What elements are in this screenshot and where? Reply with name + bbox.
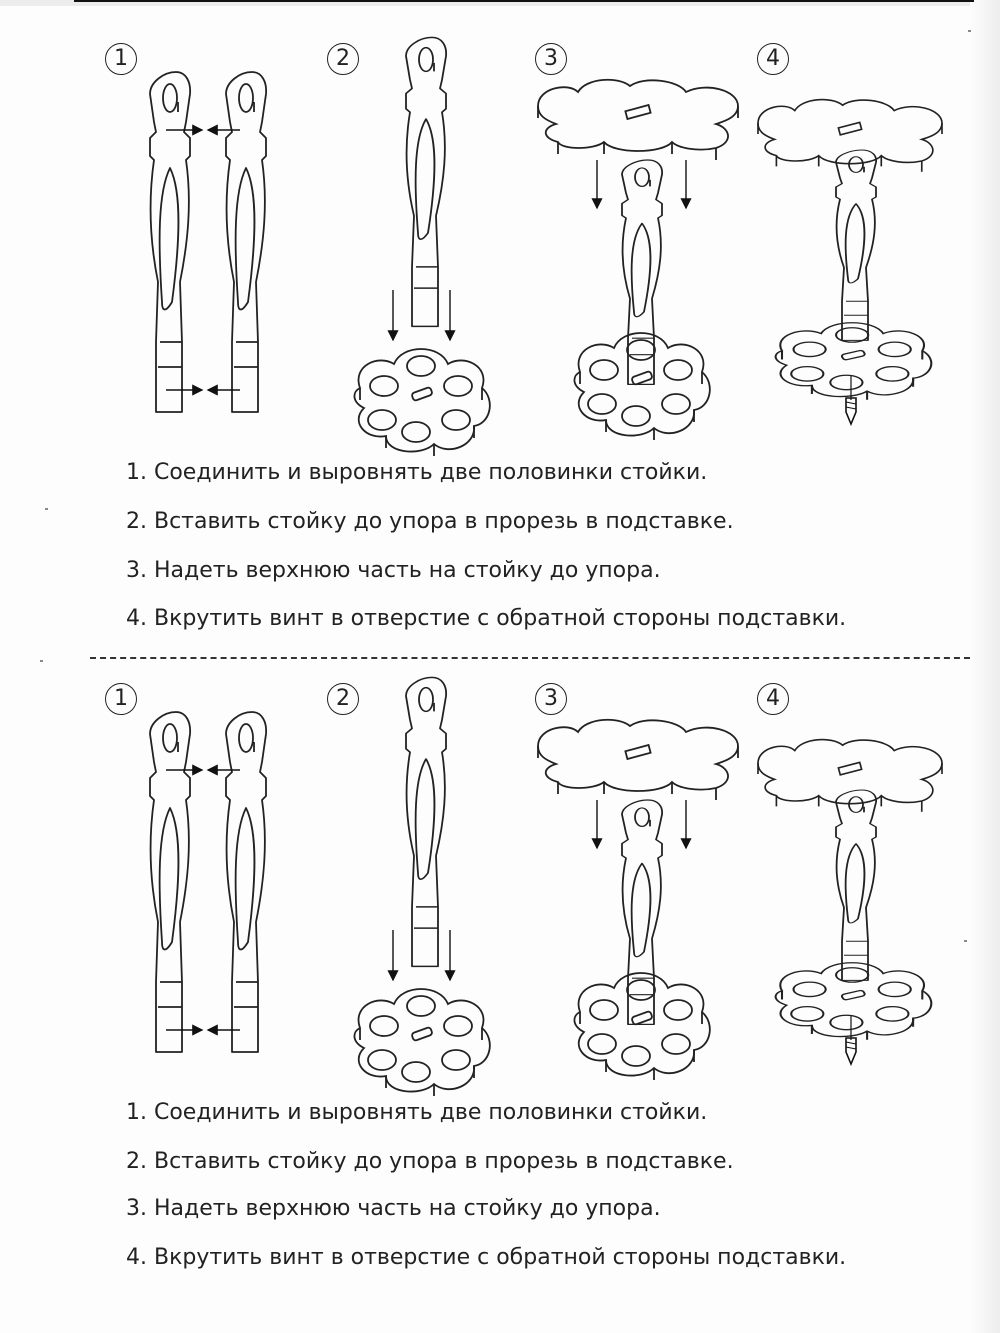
scan-speck	[968, 30, 971, 32]
step-number-2: 2	[327, 683, 359, 715]
instruction-2: 2. Вставить стойку до упора в прорезь в …	[126, 1149, 734, 1174]
instruction-3: 3. Надеть верхнюю часть на стойку до упо…	[126, 1196, 661, 1221]
step-number-4: 4	[757, 683, 789, 715]
scan-speck	[964, 940, 967, 942]
instruction-4: 4. Вкрутить винт в отверстие с обратной …	[126, 1245, 847, 1270]
instruction-section-1: 1 2 3 4 1. Соединить и выровнять две пол…	[0, 0, 1000, 640]
scan-edge-top	[0, 0, 1000, 6]
assembly-diagram	[149, 36, 943, 457]
step-number-3: 3	[535, 43, 567, 75]
assembly-diagram	[149, 676, 943, 1097]
cut-line-divider	[90, 657, 970, 659]
top-rule	[74, 0, 974, 2]
step-number-1: 1	[105, 43, 137, 75]
instruction-section-2: 1 2 3 4 1. Соединить и выровнять две пол…	[0, 640, 1000, 1280]
step-number-4: 4	[757, 43, 789, 75]
instruction-3: 3. Надеть верхнюю часть на стойку до упо…	[126, 558, 661, 583]
scan-edge-right	[970, 0, 1000, 1333]
instruction-2: 2. Вставить стойку до упора в прорезь в …	[126, 509, 734, 534]
scan-speck	[45, 508, 48, 510]
step-number-3: 3	[535, 683, 567, 715]
instruction-1: 1. Соединить и выровнять две половинки с…	[126, 460, 708, 485]
instruction-1: 1. Соединить и выровнять две половинки с…	[126, 1100, 708, 1125]
instruction-4: 4. Вкрутить винт в отверстие с обратной …	[126, 606, 847, 631]
scan-speck	[40, 660, 43, 662]
step-number-2: 2	[327, 43, 359, 75]
step-number-1: 1	[105, 683, 137, 715]
